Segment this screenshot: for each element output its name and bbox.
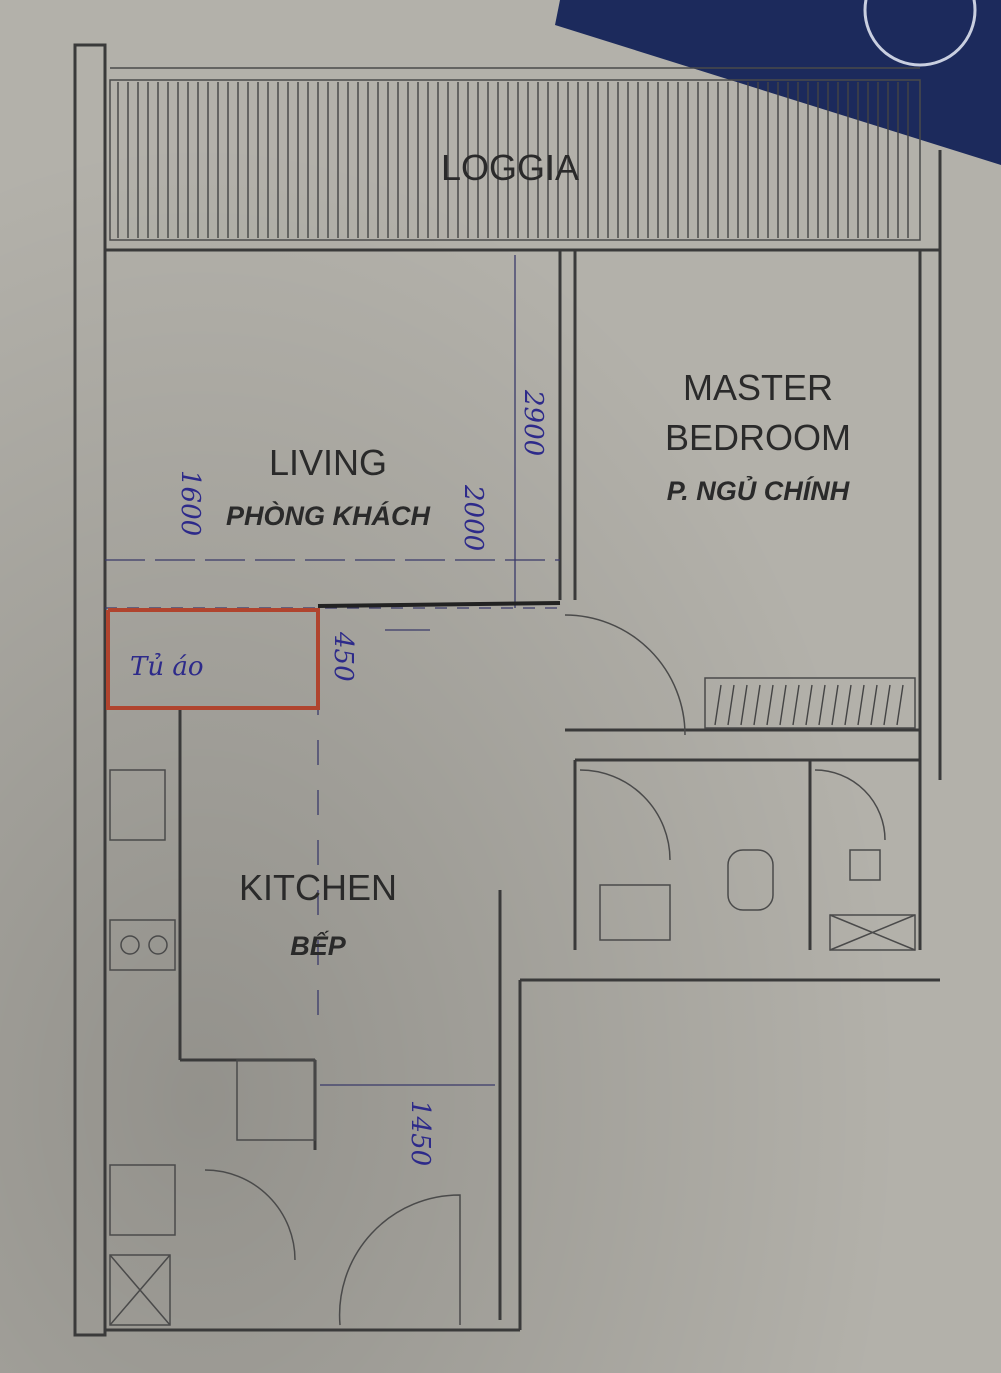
hanger-line	[805, 684, 813, 726]
dim-2900: 2900	[518, 389, 548, 456]
hanger-line	[896, 684, 904, 726]
hanger-line	[818, 684, 826, 726]
kitchen-label: KITCHEN	[239, 867, 397, 908]
hanger-line	[870, 684, 878, 726]
dim-1450: 1450	[405, 1100, 435, 1166]
wardrobe-sketch	[106, 608, 320, 710]
washbasin-icon	[599, 884, 671, 941]
shower-door	[814, 769, 886, 841]
bathroom-door	[579, 769, 671, 861]
dim-1600: 1600	[175, 470, 205, 536]
shower-icon	[849, 849, 881, 881]
entry-door	[338, 1194, 461, 1326]
vent-icon	[829, 914, 916, 951]
hanger-line	[883, 684, 891, 726]
railing-bars	[117, 82, 909, 238]
hanger-line	[753, 684, 761, 726]
closet-door	[204, 1169, 296, 1261]
hanger-line	[727, 684, 735, 726]
bedroom-door	[564, 614, 686, 736]
washer-icon	[109, 1164, 176, 1236]
cooktop-icon	[109, 919, 176, 971]
bedroom-label-2: BEDROOM	[665, 417, 851, 458]
hanger-line	[714, 684, 722, 726]
duct-icon	[109, 1254, 171, 1326]
living-sublabel: PHÒNG KHÁCH	[226, 500, 431, 531]
bedroom-wardrobe	[704, 677, 916, 729]
living-label: LIVING	[269, 442, 387, 483]
hanger-line	[792, 684, 800, 726]
loggia-railing	[109, 67, 921, 241]
walls	[73, 43, 942, 1337]
hanger-line	[857, 684, 865, 726]
hanger-line	[779, 684, 787, 726]
toilet-icon	[727, 849, 774, 911]
bedroom-label-1: MASTER	[683, 367, 833, 408]
loggia-label: LOGGIA	[441, 147, 579, 188]
hanger-line	[831, 684, 839, 726]
kitchen-sublabel: BẾP	[290, 930, 347, 961]
hanger-line	[766, 684, 774, 726]
hanger-line	[844, 684, 852, 726]
wardrobe-hangers	[714, 684, 904, 726]
dim-450: 450	[328, 631, 358, 682]
sink-icon	[109, 769, 166, 841]
hanger-line	[740, 684, 748, 726]
bedroom-sublabel: P. NGỦ CHÍNH	[667, 474, 850, 506]
wardrobe-note: Tủ áo	[130, 652, 204, 682]
dim-2000: 2000	[458, 484, 488, 551]
